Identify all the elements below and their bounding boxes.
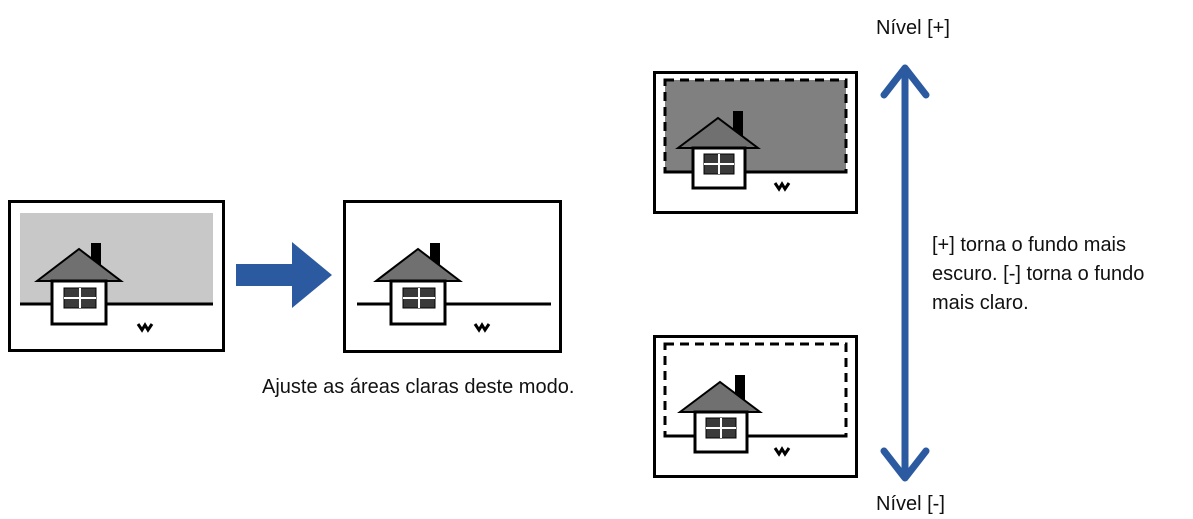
light-background-fill [20, 213, 213, 304]
house-illustration-adjusted [357, 243, 551, 333]
roof-shape [677, 380, 763, 413]
background-level-description: [+] torna o fundo mais escuro. [-] torna… [932, 234, 1145, 314]
grass-mark [773, 446, 791, 457]
level-plus-label: Nível [+] [876, 17, 950, 39]
grass-mark [473, 322, 491, 333]
original-image-frame [8, 200, 225, 352]
process-arrow-icon [236, 242, 332, 308]
level-minus-label: Nível [-] [876, 493, 945, 515]
house-illustration-darker [663, 78, 848, 192]
level-double-arrow-icon [880, 64, 930, 482]
grass-mark [136, 322, 154, 333]
lighter-result-frame [653, 335, 858, 478]
grass-mark [773, 181, 791, 192]
house-illustration-original [20, 213, 213, 333]
darker-result-frame [653, 71, 858, 214]
caption-text: Ajuste as áreas claras deste modo. [262, 376, 575, 398]
house-illustration-lighter [663, 342, 848, 457]
adjusted-image-frame [343, 200, 562, 353]
dashed-area-outline [663, 342, 848, 438]
roof-shape [373, 247, 463, 282]
